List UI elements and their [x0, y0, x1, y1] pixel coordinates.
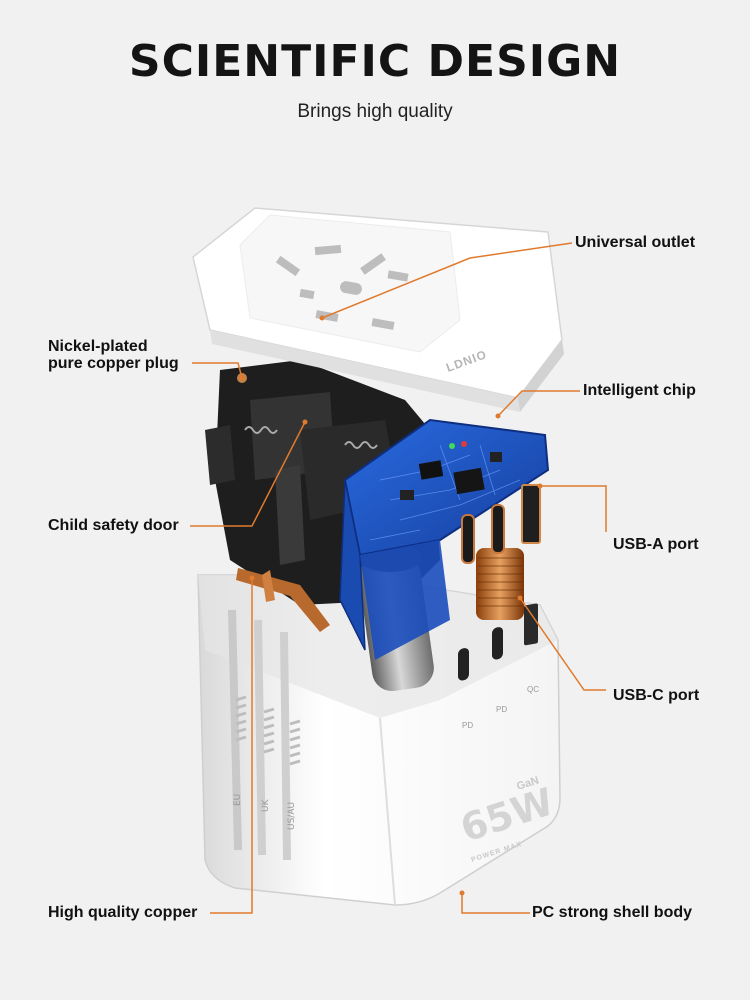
usb-c-port-1	[458, 648, 469, 681]
pcb-board	[339, 418, 550, 660]
callout-usb-c-port: USB-C port	[613, 687, 700, 704]
usb-a-port	[524, 603, 538, 646]
leader-copper	[210, 578, 253, 914]
outlet-lid: LDNIO	[192, 207, 564, 412]
leader-intelligent-chip	[497, 390, 580, 417]
callout-nickel-plug-line1: Nickel-plated	[48, 338, 148, 355]
plug-label-us: US/AU	[287, 802, 297, 830]
copper-coil	[476, 548, 524, 620]
leader-child-safety	[190, 421, 306, 527]
callout-child-safety-door: Child safety door	[48, 517, 179, 534]
shell-body: EU UK US/AU PD PD QC 65W GaN POWER MAX	[197, 574, 561, 906]
callout-universal-outlet: Universal outlet	[575, 234, 696, 251]
port-label-qc: QC	[527, 685, 539, 694]
callout-nickel-plug-line2: pure copper plug	[48, 355, 179, 372]
plug-label-uk: UK	[261, 798, 271, 812]
callout-usb-a-port: USB-A port	[613, 536, 699, 553]
port-label-pd2: PD	[496, 705, 507, 714]
page-title: SCIENTIFIC DESIGN	[128, 36, 622, 87]
leader-lines	[190, 242, 607, 914]
leader-universal-outlet	[321, 242, 573, 319]
port-label-pd1: PD	[462, 721, 473, 730]
page-subtitle: Brings high quality	[297, 101, 453, 122]
plug-label-eu: EU	[233, 794, 243, 806]
internal-ports	[461, 484, 541, 564]
leader-nickel-plug	[192, 362, 243, 379]
callout-intelligent-chip: Intelligent chip	[583, 382, 696, 399]
callout-pc-shell: PC strong shell body	[532, 904, 693, 921]
leader-shell	[461, 893, 530, 914]
chip	[418, 460, 444, 480]
leader-usb-c	[519, 597, 606, 691]
leader-usb-a	[540, 485, 607, 532]
usb-c-port-2	[492, 627, 503, 660]
callout-high-quality-copper: High quality copper	[48, 904, 198, 921]
